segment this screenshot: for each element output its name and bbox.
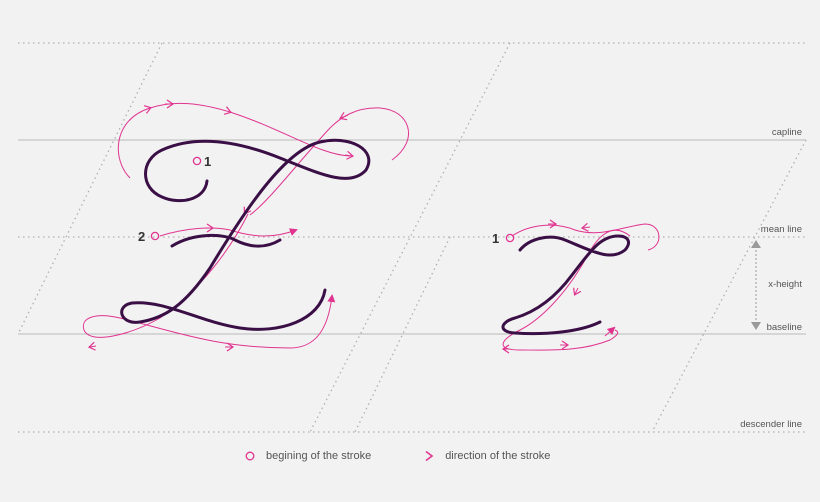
stroke-number: 2 — [138, 229, 145, 244]
capline-label: capline — [772, 127, 802, 138]
x-height-label: x-height — [768, 279, 802, 290]
stroke-number: 1 — [492, 231, 499, 246]
baseline-label: baseline — [767, 322, 802, 333]
guide-lines — [18, 42, 806, 433]
x-height-arrow — [751, 240, 761, 330]
stroke-number: 1 — [204, 154, 211, 169]
legend: begining of the stroke direction of the … — [244, 447, 550, 465]
chevron-right-icon — [425, 450, 434, 462]
descender-line-label: descender line — [740, 419, 802, 430]
legend-item-start: begining of the stroke — [244, 450, 371, 462]
up-arrow-icon — [751, 240, 761, 248]
uppercase-z-strokes — [120, 138, 371, 331]
lowercase-z: 1 — [492, 219, 660, 354]
stroke-start-icon — [150, 231, 160, 241]
legend-direction-label: direction of the stroke — [445, 450, 551, 462]
lowercase-z-guide-arrows — [501, 219, 660, 354]
open-circle-icon — [245, 451, 255, 461]
lowercase-z-strokes — [501, 234, 630, 336]
down-arrow-icon — [751, 322, 761, 330]
uppercase-z: 1 2 — [82, 99, 410, 352]
mean-line-label: mean line — [761, 224, 802, 235]
uppercase-z-guide-arrows — [82, 99, 410, 352]
stroke-start-icon — [192, 156, 202, 166]
stroke-start-icon — [505, 233, 515, 243]
legend-item-direction: direction of the stroke — [423, 450, 550, 462]
slant-guides — [17, 42, 807, 433]
legend-start-label: begining of the stroke — [266, 450, 372, 462]
